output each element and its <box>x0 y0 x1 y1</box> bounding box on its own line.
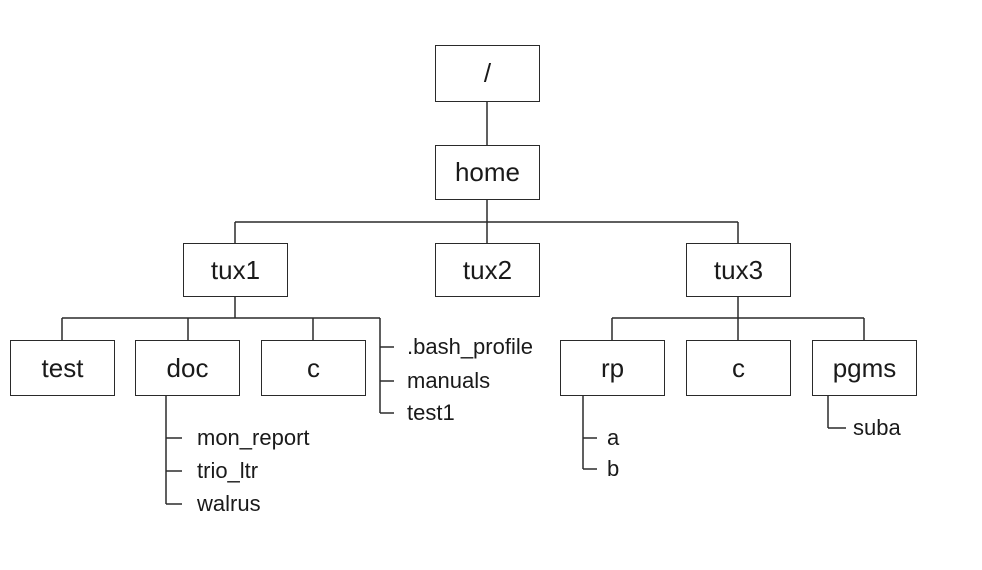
file-bash-profile: .bash_profile <box>407 334 533 359</box>
file-b: b <box>607 456 620 481</box>
node-c-tux3: c <box>686 340 791 396</box>
node-doc: doc <box>135 340 240 396</box>
node-pgms: pgms <box>812 340 917 396</box>
file-walrus: walrus <box>197 491 261 516</box>
node-tux3: tux3 <box>686 243 791 297</box>
file-test1: test1 <box>407 400 455 425</box>
node-rp: rp <box>560 340 665 396</box>
node-tux2: tux2 <box>435 243 540 297</box>
file-suba: suba <box>853 415 901 440</box>
node-home: home <box>435 145 540 200</box>
file-manuals: manuals <box>407 368 491 393</box>
node-test: test <box>10 340 115 396</box>
file-trio-ltr: trio_ltr <box>197 458 259 483</box>
node-root: / <box>435 45 540 102</box>
file-a: a <box>607 425 620 450</box>
node-tux1: tux1 <box>183 243 288 297</box>
file-mon-report: mon_report <box>197 425 310 450</box>
node-c-tux1: c <box>261 340 366 396</box>
